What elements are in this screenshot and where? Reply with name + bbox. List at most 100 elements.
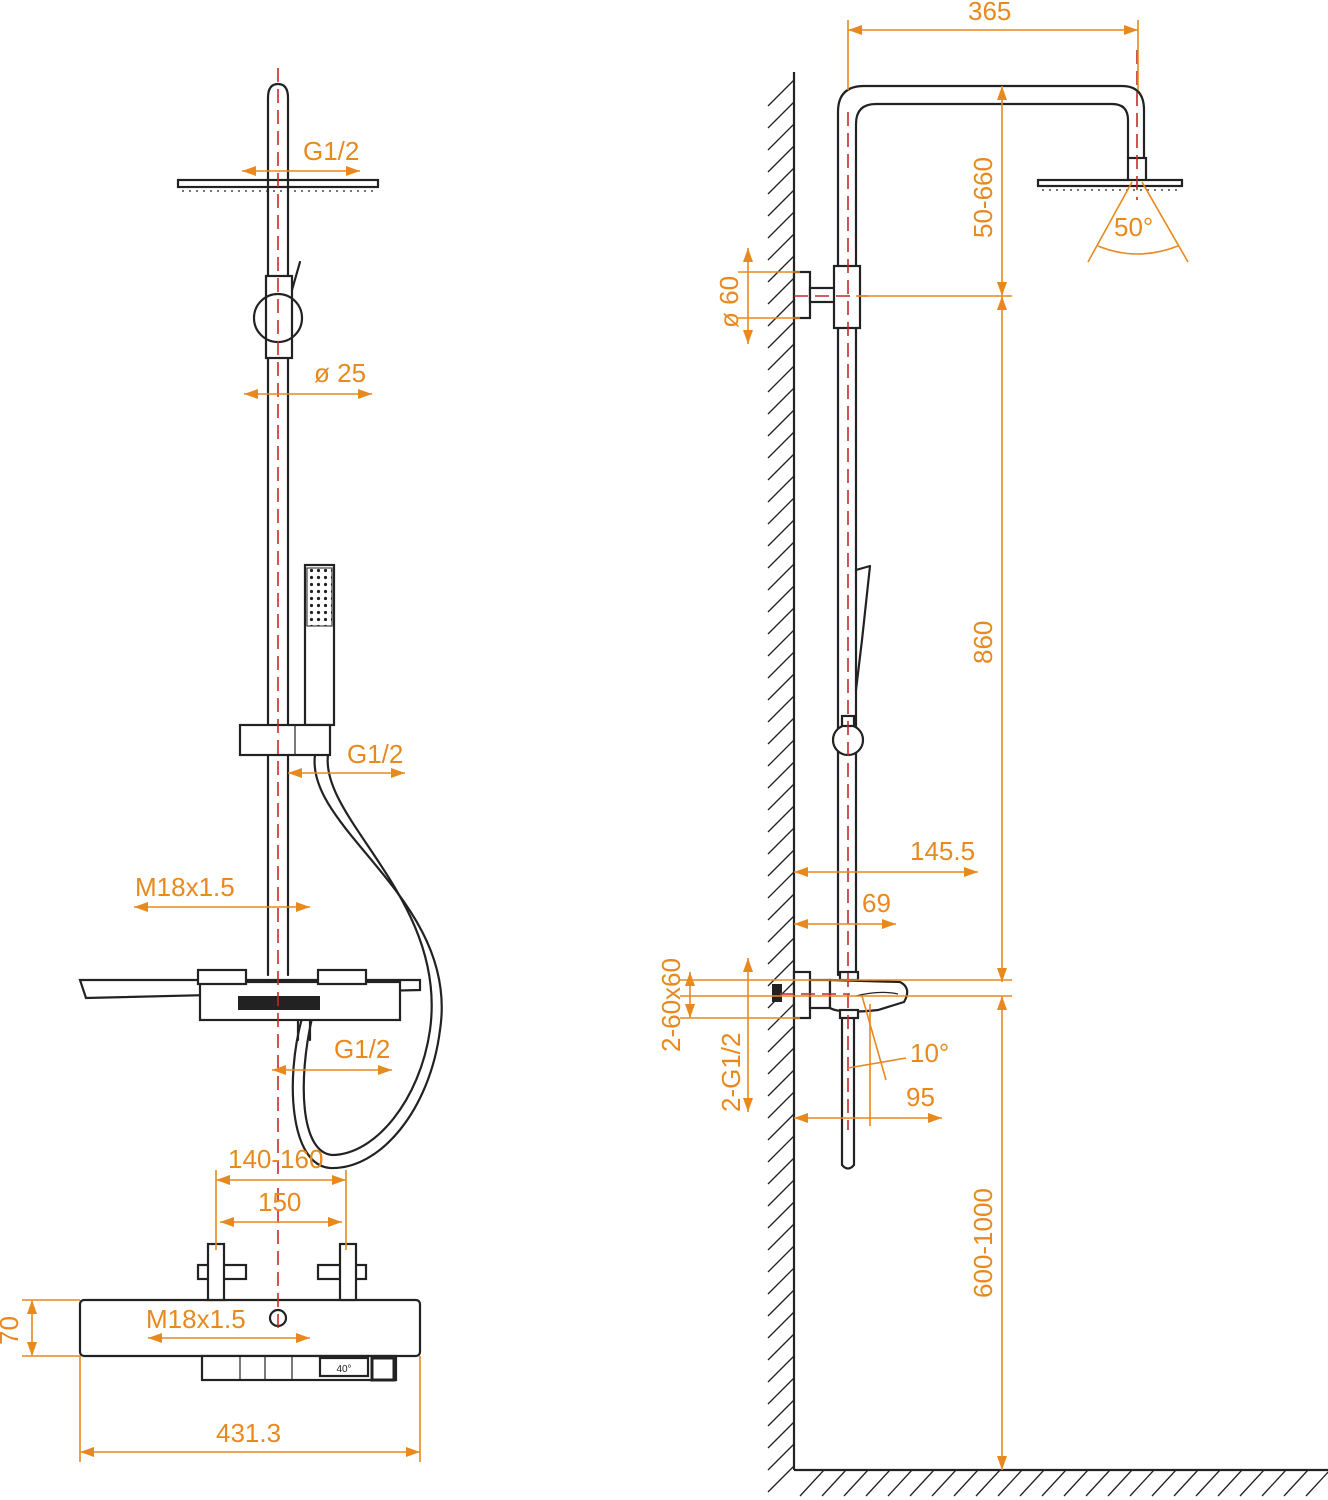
dimension-arrowhead xyxy=(406,1447,420,1457)
floor-hatch-line xyxy=(865,1469,891,1497)
wall-hatch-line xyxy=(767,607,795,635)
dimension-arrowhead xyxy=(964,867,978,877)
wall-hatch-line xyxy=(767,541,795,569)
wall-hatch-line xyxy=(767,497,795,525)
hand-shower-nozzles xyxy=(306,567,333,627)
wall-hatch-line xyxy=(767,1377,795,1405)
mixer-knob-left xyxy=(196,968,248,986)
wall-hatch-line xyxy=(767,717,795,745)
dim-top-spacing-label: 150 xyxy=(258,1187,301,1217)
dimension-arrowhead xyxy=(332,1175,346,1185)
wall-hatch-line xyxy=(767,475,795,503)
wall-hatch-line xyxy=(767,761,795,789)
wall-hatch-line xyxy=(767,145,795,173)
wall-hatch-line xyxy=(767,453,795,481)
wall-hatch-line xyxy=(767,79,795,107)
dim-top-thread-label: M18x1.5 xyxy=(146,1304,246,1334)
dimension-arrowhead xyxy=(794,867,808,877)
wall-hatch-line xyxy=(767,431,795,459)
dimension-arrowhead xyxy=(296,1333,310,1343)
side-inlet-cap xyxy=(772,984,782,1002)
wall-hatch-line xyxy=(767,1465,795,1493)
wall-hatch-line xyxy=(767,563,795,591)
wall-hatch-line xyxy=(767,233,795,261)
wall-hatch-line xyxy=(767,673,795,701)
floor-hatch-line xyxy=(1041,1469,1067,1497)
floor-hatch-line xyxy=(1151,1469,1177,1497)
dimension-arrowhead xyxy=(997,996,1007,1010)
riser-arm-inner xyxy=(854,102,1130,332)
wall-hatch-line xyxy=(767,1069,795,1097)
wall-hatch-line xyxy=(767,189,795,217)
floor-hatch-line xyxy=(1305,1471,1328,1497)
dim-side-mixer-height-label: 600-1000 xyxy=(968,1188,998,1298)
dimension-arrowhead xyxy=(685,1004,695,1018)
wall-hatch-line xyxy=(767,519,795,547)
wall-hatch-line xyxy=(767,1267,795,1295)
wall-hatch-line xyxy=(767,871,795,899)
floor-hatch-line xyxy=(821,1469,847,1497)
wall-hatch-line xyxy=(767,893,795,921)
wall-hatch-line xyxy=(767,1399,795,1427)
wall-hatch-line xyxy=(767,1201,795,1229)
dim-side-tilt-line xyxy=(861,995,887,1081)
dim-front-riser-thread-label: M18x1.5 xyxy=(135,872,235,902)
dim-front-hose-label: G1/2 xyxy=(347,739,403,769)
floor-hatch-line xyxy=(975,1469,1001,1497)
dimension-arrowhead xyxy=(391,768,405,778)
wall-hatch-line xyxy=(767,959,795,987)
wall-hatch-line xyxy=(767,695,795,723)
wall-hatch-line xyxy=(767,255,795,283)
dimension-arrowhead xyxy=(743,1098,753,1112)
side-hand-shower xyxy=(854,564,872,692)
dim-side-inlet-label: 2-G1/2 xyxy=(716,1033,746,1113)
floor-hatch-line xyxy=(1085,1469,1111,1497)
dimension-arrowhead xyxy=(346,166,360,176)
wall-hatch-line xyxy=(767,937,795,965)
dim-side-riser-label: 860 xyxy=(968,621,998,664)
dimension-arrowhead xyxy=(743,248,753,262)
dim-side-head-height-label: 50-660 xyxy=(968,157,998,238)
wall-hatch-line xyxy=(767,1443,795,1471)
dim-top-width-label: 431.3 xyxy=(216,1418,281,1448)
side-mixer-top-cap xyxy=(838,970,860,982)
wall-hatch-line xyxy=(767,1047,795,1075)
top-view: 40° xyxy=(78,1188,422,1382)
floor-hatch-line xyxy=(1019,1469,1045,1497)
upper-bracket xyxy=(264,274,294,360)
temperature-display-label: 40° xyxy=(336,1364,351,1375)
wall-hatch-line xyxy=(767,585,795,613)
dim-side-reach-label: 365 xyxy=(968,0,1011,26)
slide-holder xyxy=(238,723,332,757)
dimension-arrowhead xyxy=(216,1175,230,1185)
floor-hatch-line xyxy=(1217,1469,1243,1497)
riser-arm-outer xyxy=(836,84,1146,332)
mixer-cartridge xyxy=(238,996,320,1010)
floor-hatch-line xyxy=(1107,1469,1133,1497)
floor-hatch-line xyxy=(909,1469,935,1497)
shower-hose-inner xyxy=(302,753,433,1157)
wall-hatching xyxy=(767,79,795,1493)
wall-hatch-line xyxy=(767,277,795,305)
dimension-arrowhead xyxy=(882,919,896,929)
dim-side-tilt-label: 10° xyxy=(910,1038,949,1068)
connector-left-stem xyxy=(206,1242,226,1302)
dimension-arrowhead xyxy=(148,1333,162,1343)
wall-hatch-line xyxy=(767,1091,795,1119)
floor-hatch-line xyxy=(799,1469,825,1497)
wall-hatch-line xyxy=(767,1003,795,1031)
wall-hatch-line xyxy=(767,783,795,811)
dimension-arrowhead xyxy=(27,1342,37,1356)
floor-hatch-line xyxy=(931,1469,957,1497)
dim-top-depth-label: 70 xyxy=(0,1316,24,1345)
wall-hatch-line xyxy=(767,387,795,415)
dimension-arrowhead xyxy=(743,958,753,972)
floor-hatch-line xyxy=(953,1469,979,1497)
wall-hatch-line xyxy=(767,651,795,679)
dimension-arrowhead xyxy=(997,968,1007,982)
dim-side-escutcheon-label: 2-60x60 xyxy=(656,958,686,1052)
wall-hatch-line xyxy=(767,805,795,833)
wall-hatch-line xyxy=(767,1179,795,1207)
dimension-arrowhead xyxy=(27,1300,37,1314)
